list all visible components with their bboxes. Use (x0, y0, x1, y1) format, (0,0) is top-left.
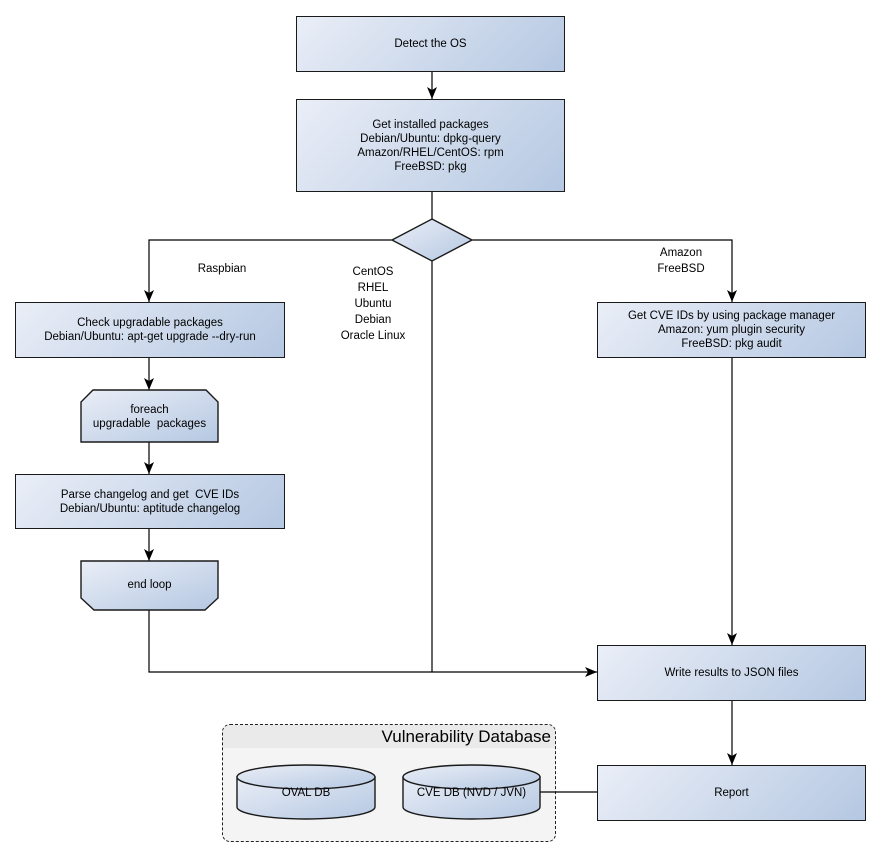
arrowhead-into-check-upgradable (144, 290, 154, 302)
branch-label-yum-os-list: CentOS RHEL Ubuntu Debian Oracle Linux (340, 266, 406, 342)
foreach-loop-label: foreach upgradable packages (92, 403, 207, 430)
decision-diamond (390, 218, 474, 262)
node-get-installed-packages: Get installed packages Debian/Ubuntu: dp… (296, 99, 565, 192)
arrowhead-into-report (727, 753, 737, 765)
vulnerability-database-title: Vulnerability Database (223, 725, 555, 748)
node-detect-os: Detect the OS (296, 16, 565, 72)
arrowhead-into-write-results-top (727, 633, 737, 645)
node-parse-changelog: Parse changelog and get CVE IDs Debian/U… (15, 474, 285, 529)
arrowhead-into-packages (427, 87, 437, 99)
arrowhead-into-foreach (144, 378, 154, 390)
arrowhead-into-endloop (144, 549, 154, 561)
node-get-cve-ids: Get CVE IDs by using package manager Ama… (597, 302, 866, 358)
arrowhead-into-parse (144, 462, 154, 474)
arrowhead-into-write-results-left (585, 667, 597, 677)
node-write-results-json: Write results to JSON files (597, 645, 866, 701)
branch-label-raspbian: Raspbian (197, 263, 247, 275)
branch-label-amazon-freebsd: Amazon FreeBSD (657, 247, 705, 275)
connector-endloop-to-write-results (148, 610, 597, 673)
node-check-upgradable-packages: Check upgradable packages Debian/Ubuntu:… (15, 302, 285, 358)
cve-db-label: CVE DB (NVD / JVN) (416, 787, 527, 799)
node-report: Report (597, 765, 866, 821)
arrowhead-into-get-cve-ids (727, 290, 737, 302)
oval-db-label: OVAL DB (281, 787, 331, 799)
end-loop-label: end loop (127, 579, 172, 591)
vulnerability-database-group: Vulnerability Database (222, 724, 556, 842)
